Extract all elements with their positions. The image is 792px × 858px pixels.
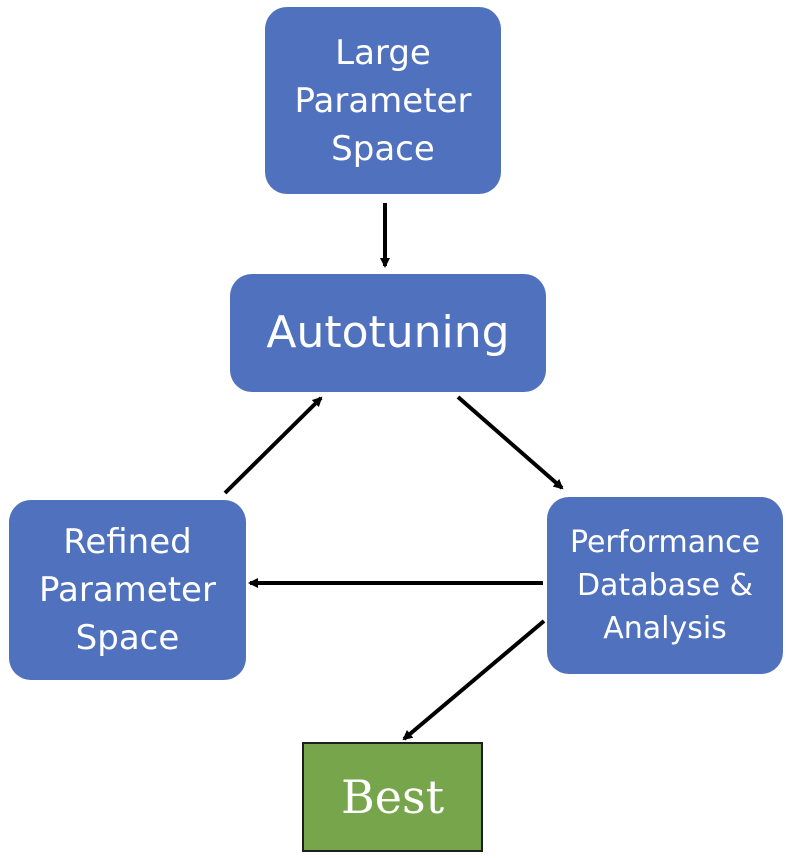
large-parameter-space-label: Large Parameter Space <box>294 32 472 169</box>
arrow-refined-to-autotuning <box>223 396 323 495</box>
autotuning-node: Autotuning <box>230 274 546 392</box>
autotuning-label: Autotuning <box>266 307 510 358</box>
large-parameter-space-node: Large Parameter Space <box>265 7 501 194</box>
performance-database-node: Performance Database & Analysis <box>547 497 783 674</box>
arrow-autotuning-to-performance <box>456 395 564 490</box>
arrow-performance-to-best <box>402 619 546 741</box>
refined-parameter-space-label: Refined Parameter Space <box>39 522 216 658</box>
best-node: Best <box>302 742 483 852</box>
best-label: Best <box>340 770 445 824</box>
refined-parameter-space-node: Refined Parameter Space <box>9 500 246 680</box>
performance-database-label: Performance Database & Analysis <box>569 525 761 646</box>
